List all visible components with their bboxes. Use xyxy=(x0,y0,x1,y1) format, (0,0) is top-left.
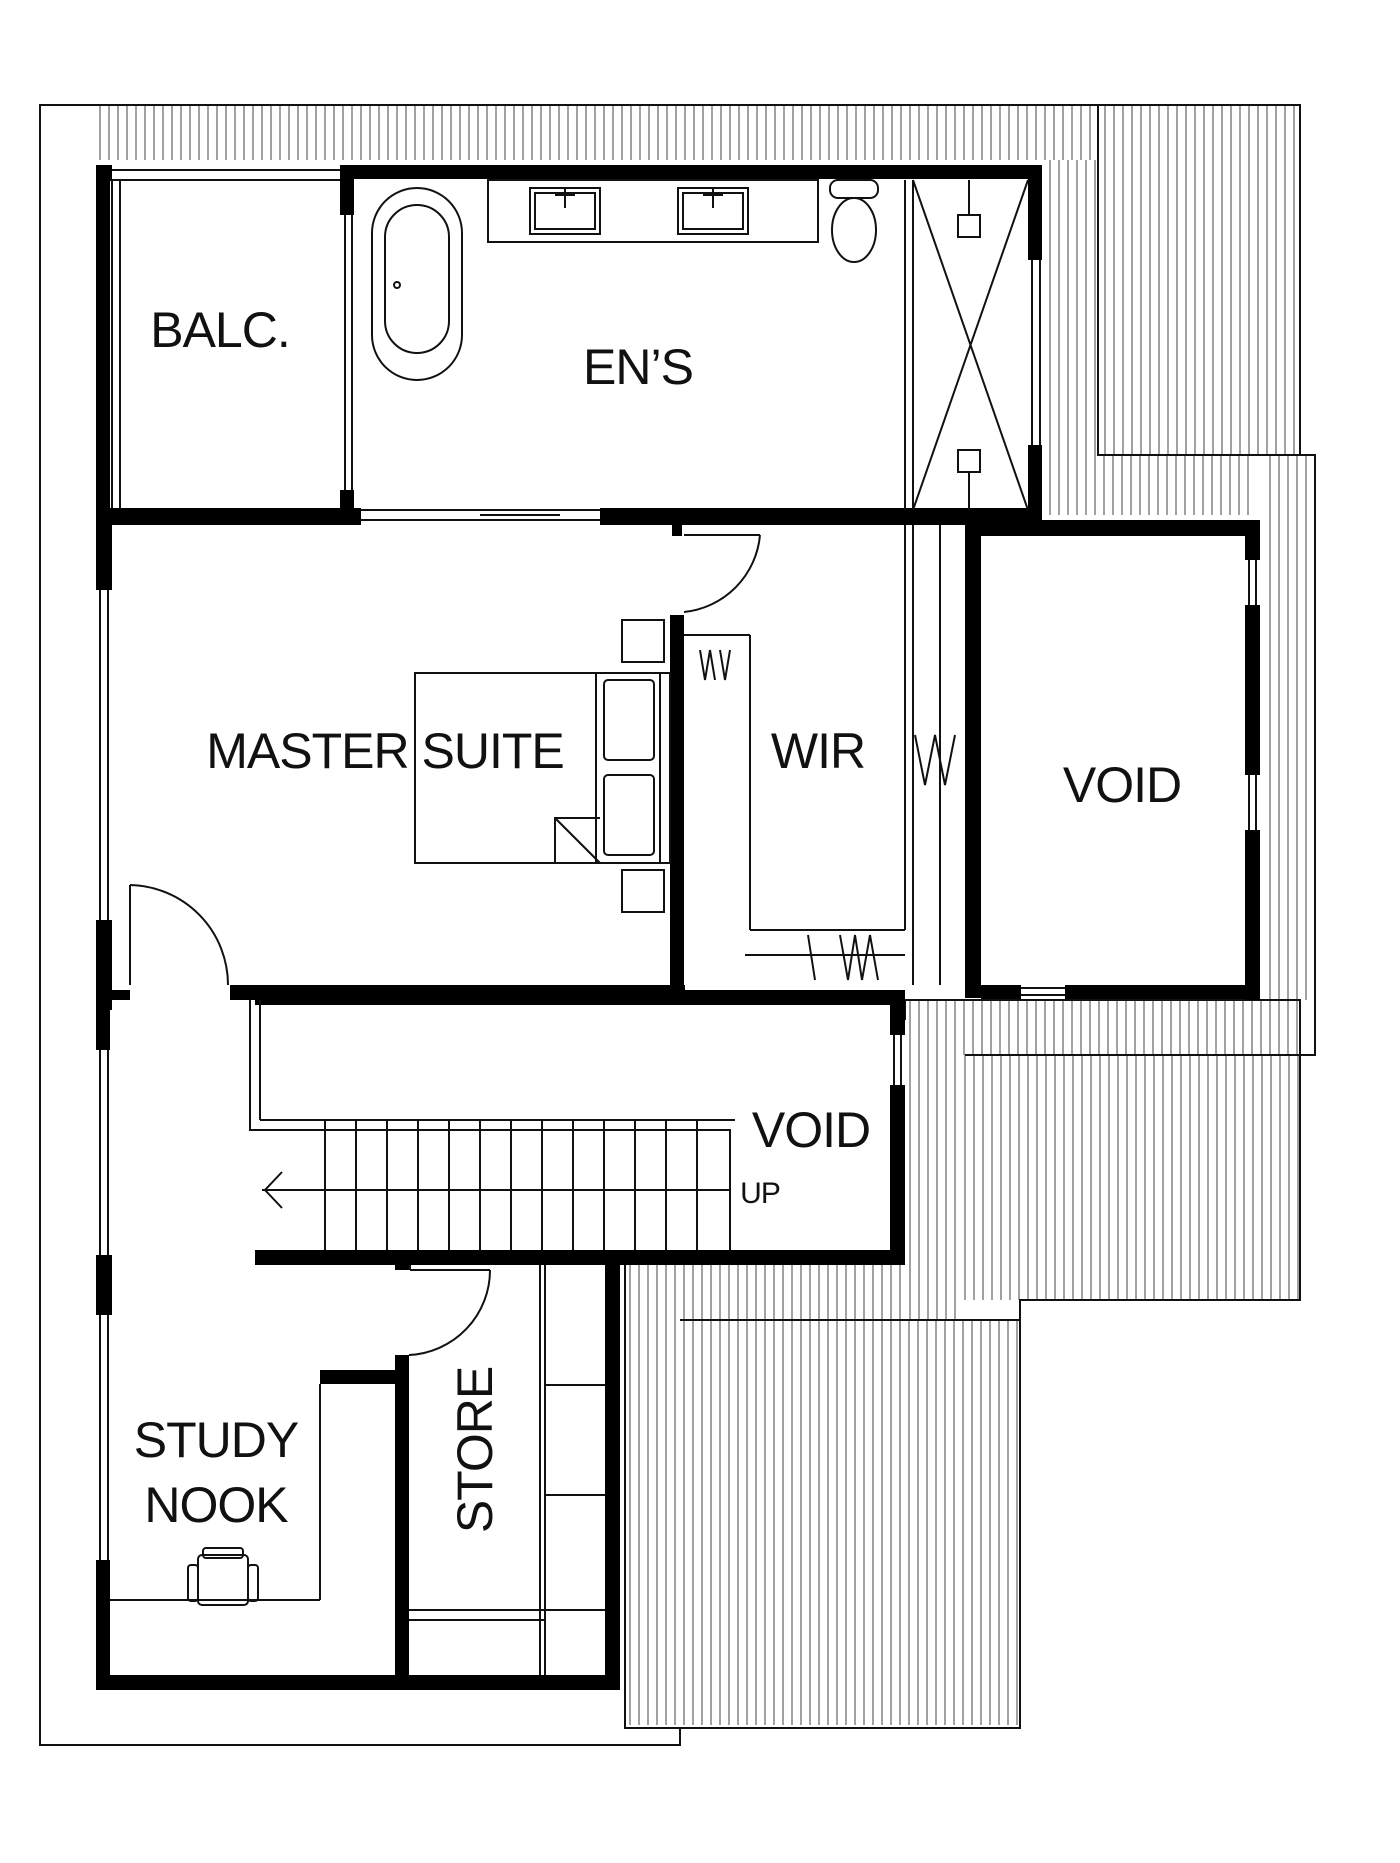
room-label-store: STORE xyxy=(447,1367,503,1533)
ensuite-fixtures xyxy=(371,179,1029,511)
deck-hatching xyxy=(99,105,1307,1725)
room-label-ensuite: EN’S xyxy=(583,339,693,395)
windows xyxy=(99,169,1257,1560)
site-outline xyxy=(39,104,1316,1746)
walls xyxy=(96,165,1260,1690)
wir-shelving xyxy=(684,525,956,985)
master-furniture xyxy=(414,619,671,913)
room-label-void-right: VOID xyxy=(1063,757,1181,813)
room-label-void-stair: VOID xyxy=(752,1102,870,1158)
doors xyxy=(129,534,761,1356)
room-label-master-suite: MASTER SUITE xyxy=(206,723,563,779)
stair-direction-label: UP xyxy=(740,1177,780,1210)
staircase xyxy=(249,1000,735,1250)
room-label-study-line1: STUDY xyxy=(134,1412,299,1468)
room-label-study-line2: NOOK xyxy=(144,1477,288,1533)
study-furniture xyxy=(110,1265,605,1675)
room-label-wir: WIR xyxy=(771,723,865,779)
room-label-balcony: BALC. xyxy=(150,302,290,358)
